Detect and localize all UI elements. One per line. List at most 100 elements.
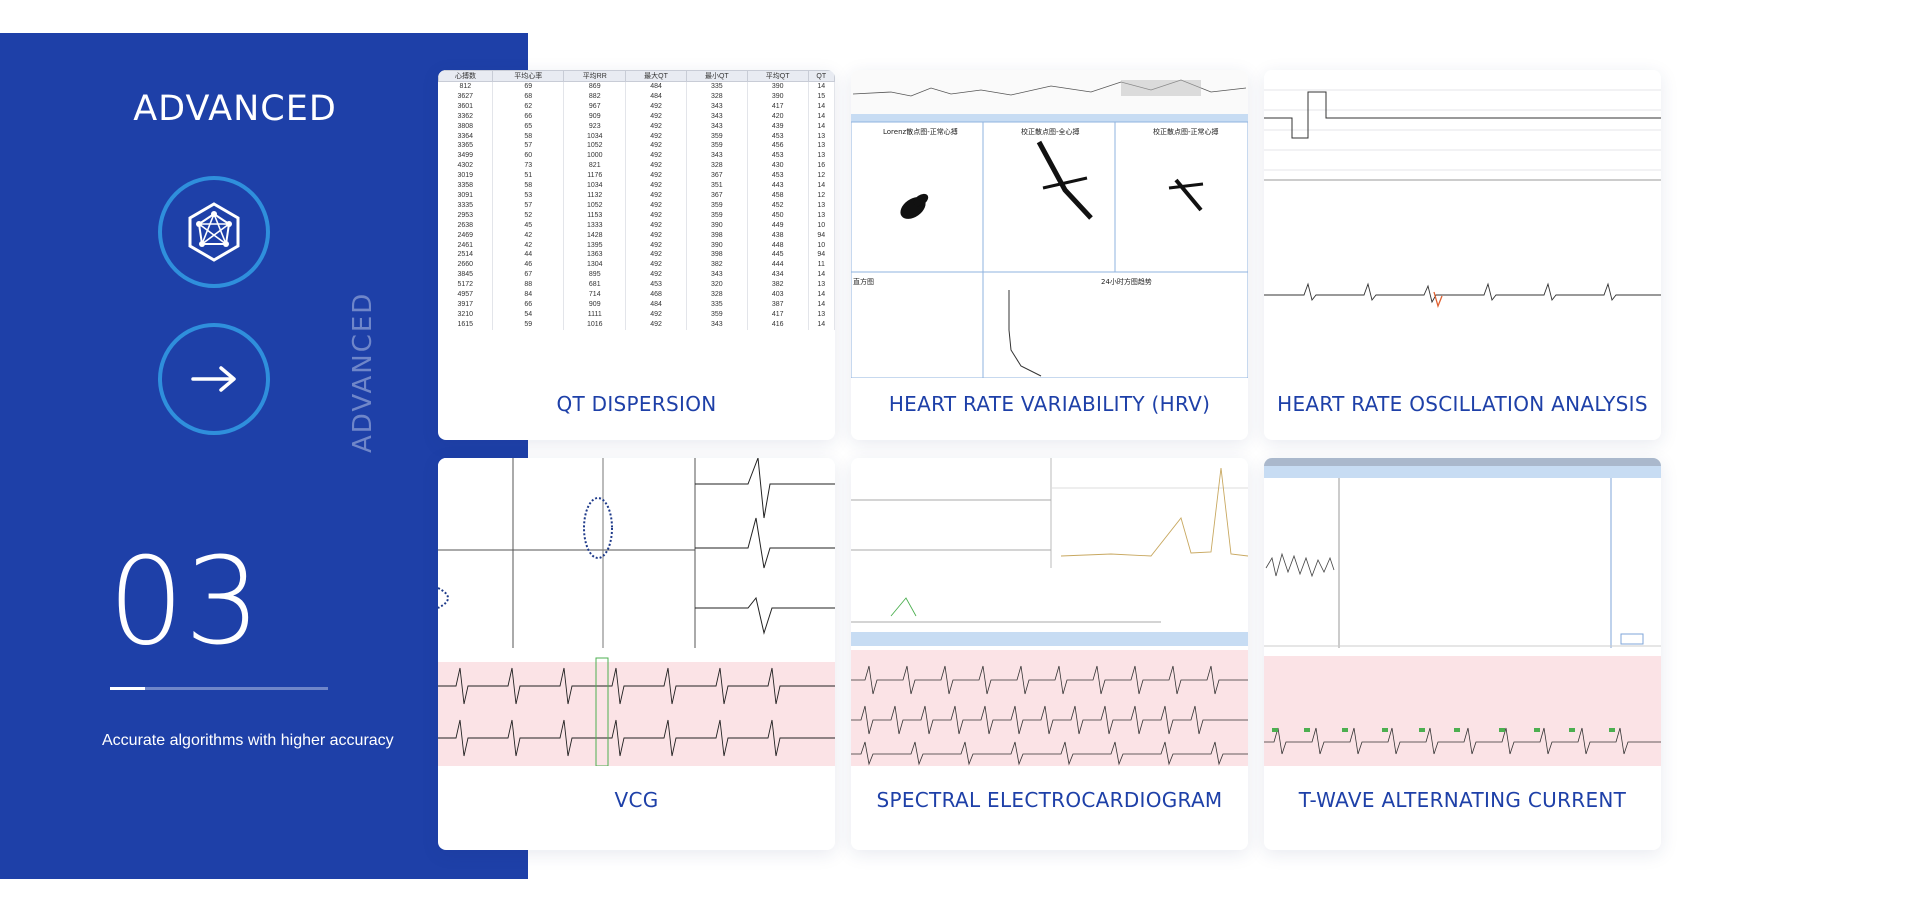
arrow-right-icon xyxy=(191,366,236,392)
qt-cell: 492 xyxy=(625,250,687,261)
qt-cell: 13 xyxy=(808,131,835,142)
qt-cell: 492 xyxy=(625,161,687,172)
qt-cell: 456 xyxy=(747,141,809,152)
qt-cell: 335 xyxy=(686,81,748,92)
qt-cell: 66 xyxy=(492,299,565,310)
hro-screenshot xyxy=(1264,70,1661,378)
card-label: T-WAVE ALTERNATING CURRENT xyxy=(1298,788,1627,812)
qt-cell: 11 xyxy=(808,260,835,271)
qt-cell: 343 xyxy=(686,151,748,162)
qt-cell: 88 xyxy=(492,280,565,291)
qt-cell: 492 xyxy=(625,181,687,191)
qt-cell: 5172 xyxy=(438,280,494,291)
qt-cell: 328 xyxy=(686,91,748,102)
qt-cell: 13 xyxy=(808,151,835,162)
qt-cell: 59 xyxy=(492,319,565,330)
qt-cell: 439 xyxy=(747,121,809,132)
qt-cell: 821 xyxy=(563,161,627,172)
qt-cell: 57 xyxy=(492,141,565,152)
qt-cell: 58 xyxy=(492,181,565,191)
qt-cell: 3364 xyxy=(438,131,494,142)
qt-cell: 3335 xyxy=(438,200,494,211)
card-label: HEART RATE OSCILLATION ANALYSIS xyxy=(1277,392,1648,416)
qt-cell: 14 xyxy=(808,111,835,122)
qt-cell: 65 xyxy=(492,121,565,132)
qt-cell: 62 xyxy=(492,101,565,112)
qt-cell: 492 xyxy=(625,121,687,132)
qt-cell: 66 xyxy=(492,111,565,122)
qt-cell: 3808 xyxy=(438,121,494,132)
qt-cell: 10 xyxy=(808,220,835,231)
qt-cell: 343 xyxy=(686,111,748,122)
qt-cell: 359 xyxy=(686,309,748,320)
card-label: SPECTRAL ELECTROCARDIOGRAM xyxy=(876,788,1223,812)
qt-cell: 343 xyxy=(686,270,748,281)
qt-cell: 13 xyxy=(808,280,835,291)
qt-cell: 328 xyxy=(686,161,748,172)
arrow-right-button[interactable] xyxy=(158,323,270,435)
qt-cell: 367 xyxy=(686,171,748,182)
qt-cell: 14 xyxy=(808,101,835,112)
qt-cell: 453 xyxy=(747,171,809,182)
qt-cell: 14 xyxy=(808,181,835,191)
qt-cell: 1132 xyxy=(563,190,627,201)
card-hrv[interactable]: Lorenz散点图-正常心搏 校正散点图-全心搏 校正散点图-正常心搏 直方图 … xyxy=(851,70,1248,440)
qt-cell: 417 xyxy=(747,309,809,320)
qt-cell: 468 xyxy=(625,290,687,300)
qt-cell: 14 xyxy=(808,299,835,310)
progress-track xyxy=(110,687,328,690)
card-t-wave-alternans[interactable]: T-WAVE ALTERNATING CURRENT xyxy=(1264,458,1661,850)
card-spectral-ecg[interactable]: SPECTRAL ELECTROCARDIOGRAM xyxy=(851,458,1248,850)
hrv-trend-title: 24小时方图趋势 xyxy=(1101,277,1152,286)
qt-cell: 44 xyxy=(492,250,565,261)
qt-cell: 73 xyxy=(492,161,565,172)
qt-cell: 3362 xyxy=(438,111,494,122)
vertical-watermark-label: ADVANCED xyxy=(348,291,378,453)
qt-cell: 320 xyxy=(686,280,748,291)
qt-cell: 453 xyxy=(747,151,809,162)
qt-cell: 458 xyxy=(747,190,809,201)
qt-cell: 10 xyxy=(808,240,835,251)
qt-cell: 1111 xyxy=(563,309,627,320)
card-heart-rate-oscillation[interactable]: HEART RATE OSCILLATION ANALYSIS xyxy=(1264,70,1661,440)
qt-cell: 398 xyxy=(686,250,748,261)
qt-cell: 343 xyxy=(686,121,748,132)
qt-cell: 390 xyxy=(747,91,809,102)
qt-cell: 1016 xyxy=(563,319,627,330)
qt-cell: 1395 xyxy=(563,240,627,251)
qt-cell: 492 xyxy=(625,101,687,112)
qt-cell: 13 xyxy=(808,200,835,211)
qt-cell: 57 xyxy=(492,200,565,211)
qt-cell: 484 xyxy=(625,299,687,310)
qt-cell: 420 xyxy=(747,111,809,122)
qt-cell: 13 xyxy=(808,309,835,320)
qt-cell: 94 xyxy=(808,250,835,261)
hrv-panel-title-2: 校正散点图-全心搏 xyxy=(1021,127,1080,136)
qt-cell: 909 xyxy=(563,111,627,122)
qt-cell: 452 xyxy=(747,200,809,211)
qt-cell: 492 xyxy=(625,210,687,221)
qt-cell: 58 xyxy=(492,131,565,142)
card-vcg[interactable]: VCG xyxy=(438,458,835,850)
qt-cell: 14 xyxy=(808,319,835,330)
hrv-panel-title-1: Lorenz散点图-正常心搏 xyxy=(883,127,958,136)
qt-cell: 42 xyxy=(492,240,565,251)
qt-cell: 453 xyxy=(625,280,687,291)
qt-cell: 492 xyxy=(625,220,687,231)
qt-cell: 681 xyxy=(563,280,627,291)
network-hexagon-icon[interactable] xyxy=(158,176,270,288)
